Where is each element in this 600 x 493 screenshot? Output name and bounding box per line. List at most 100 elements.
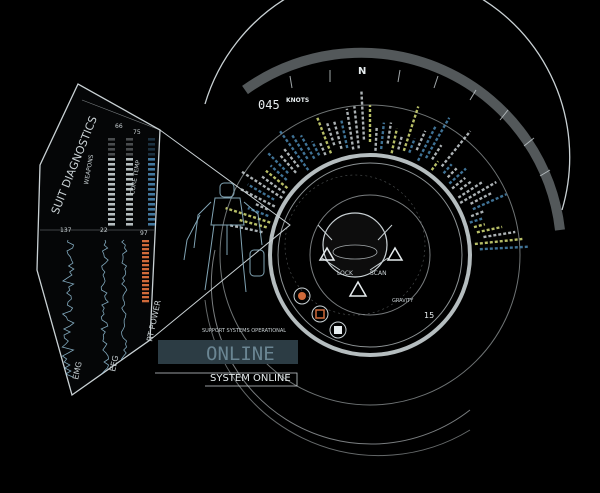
vital-label-eeg: EEG xyxy=(108,355,120,373)
waveform-line xyxy=(120,239,128,378)
meter-segment xyxy=(148,213,155,216)
radial-bar xyxy=(457,180,485,199)
target-marker-bottom xyxy=(348,280,368,297)
vital-waveforms xyxy=(61,239,128,378)
meter-segment xyxy=(108,143,115,146)
targeting-reticle xyxy=(284,174,426,316)
radial-bar xyxy=(442,163,453,175)
radial-bar xyxy=(374,127,378,151)
radial-bar xyxy=(397,135,404,150)
meter-segment xyxy=(148,208,155,211)
radial-bar xyxy=(353,106,360,149)
online-label: ONLINE xyxy=(206,343,275,365)
meter-segment xyxy=(126,218,133,221)
power-segment xyxy=(142,296,149,299)
radial-bar xyxy=(290,133,309,160)
radial-bar xyxy=(240,188,276,208)
meter-segment xyxy=(148,203,155,206)
radial-bar xyxy=(316,116,333,154)
power-segment xyxy=(142,280,149,283)
radial-bar xyxy=(483,230,516,239)
meter-segment xyxy=(108,163,115,166)
meter-segment xyxy=(126,138,133,141)
radial-bar xyxy=(430,160,440,171)
meter-segment xyxy=(108,203,115,206)
meter-segment xyxy=(108,218,115,221)
power-segment xyxy=(142,260,149,263)
meter-segment xyxy=(126,223,133,226)
radial-bar xyxy=(416,124,438,162)
radial-bar xyxy=(448,167,467,185)
meter-segment xyxy=(108,188,115,191)
power-segment xyxy=(142,240,149,243)
power-segment xyxy=(142,252,149,255)
meter-segment xyxy=(148,173,155,176)
radial-bar-array xyxy=(225,90,528,251)
meter-segment xyxy=(126,168,133,171)
radial-bar xyxy=(379,122,386,150)
mode-icon-2[interactable] xyxy=(311,305,329,323)
meter-segment xyxy=(126,183,133,186)
meter-segment xyxy=(148,148,155,151)
power-segment xyxy=(142,284,149,287)
radial-bar xyxy=(474,237,523,246)
diagnostic-meters xyxy=(108,138,155,303)
altitude-value: 15 xyxy=(424,311,434,320)
meter-segment xyxy=(108,213,115,216)
meter-segment xyxy=(148,188,155,191)
radial-bar xyxy=(311,140,321,156)
meter-segment xyxy=(148,193,155,196)
radial-bar xyxy=(225,206,271,224)
suit-diagnostics-panel xyxy=(36,83,291,397)
meter-segment xyxy=(108,193,115,196)
radial-bar xyxy=(345,108,355,150)
radial-bar xyxy=(360,90,366,140)
radial-bar xyxy=(247,183,275,201)
radial-bar xyxy=(240,170,283,200)
radial-bar xyxy=(247,206,269,218)
compass-heading: N xyxy=(358,66,366,77)
radial-bar xyxy=(255,203,269,211)
waveform-line xyxy=(61,239,75,378)
meter-segment xyxy=(148,138,155,141)
radial-bar xyxy=(470,210,484,218)
meter-segment xyxy=(126,188,133,191)
meter-segment xyxy=(108,183,115,186)
target-marker-right xyxy=(386,246,404,261)
meter-segment xyxy=(126,178,133,181)
radial-bar xyxy=(459,180,472,191)
status-block: SUPPORT SYSTEMS OPERATIONAL ONLINE SYSTE… xyxy=(155,328,298,387)
outer-ring xyxy=(204,0,571,457)
power-segment xyxy=(142,248,149,251)
radial-bar xyxy=(269,164,288,181)
radial-bar xyxy=(470,191,493,205)
radial-bar xyxy=(459,181,497,204)
scan-label: SCAN xyxy=(370,270,387,277)
mode-icon-3[interactable] xyxy=(329,321,347,339)
power-segment xyxy=(142,244,149,247)
meter-segment xyxy=(126,198,133,201)
radial-bar xyxy=(278,129,310,171)
meter-segment xyxy=(108,208,115,211)
radial-bar xyxy=(318,141,327,156)
radial-bar xyxy=(476,225,503,234)
meter-segment xyxy=(108,198,115,201)
radial-bar xyxy=(415,130,427,151)
radial-bar xyxy=(440,130,472,168)
meter-segment xyxy=(148,143,155,146)
radial-bar xyxy=(265,169,289,190)
meter-segment xyxy=(108,173,115,176)
speed-value: 045 xyxy=(258,98,280,112)
meter-segment xyxy=(148,158,155,161)
meter-segment xyxy=(126,158,133,161)
meter-segment xyxy=(108,178,115,181)
meter-segment xyxy=(126,143,133,146)
lock-label: LOCK xyxy=(337,270,354,277)
radial-bar xyxy=(469,217,483,224)
radial-bar xyxy=(424,117,451,159)
meter-segment xyxy=(108,158,115,161)
suit-wireframe xyxy=(183,182,265,293)
meter-segment xyxy=(148,178,155,181)
mode-icon-1[interactable] xyxy=(293,287,311,305)
